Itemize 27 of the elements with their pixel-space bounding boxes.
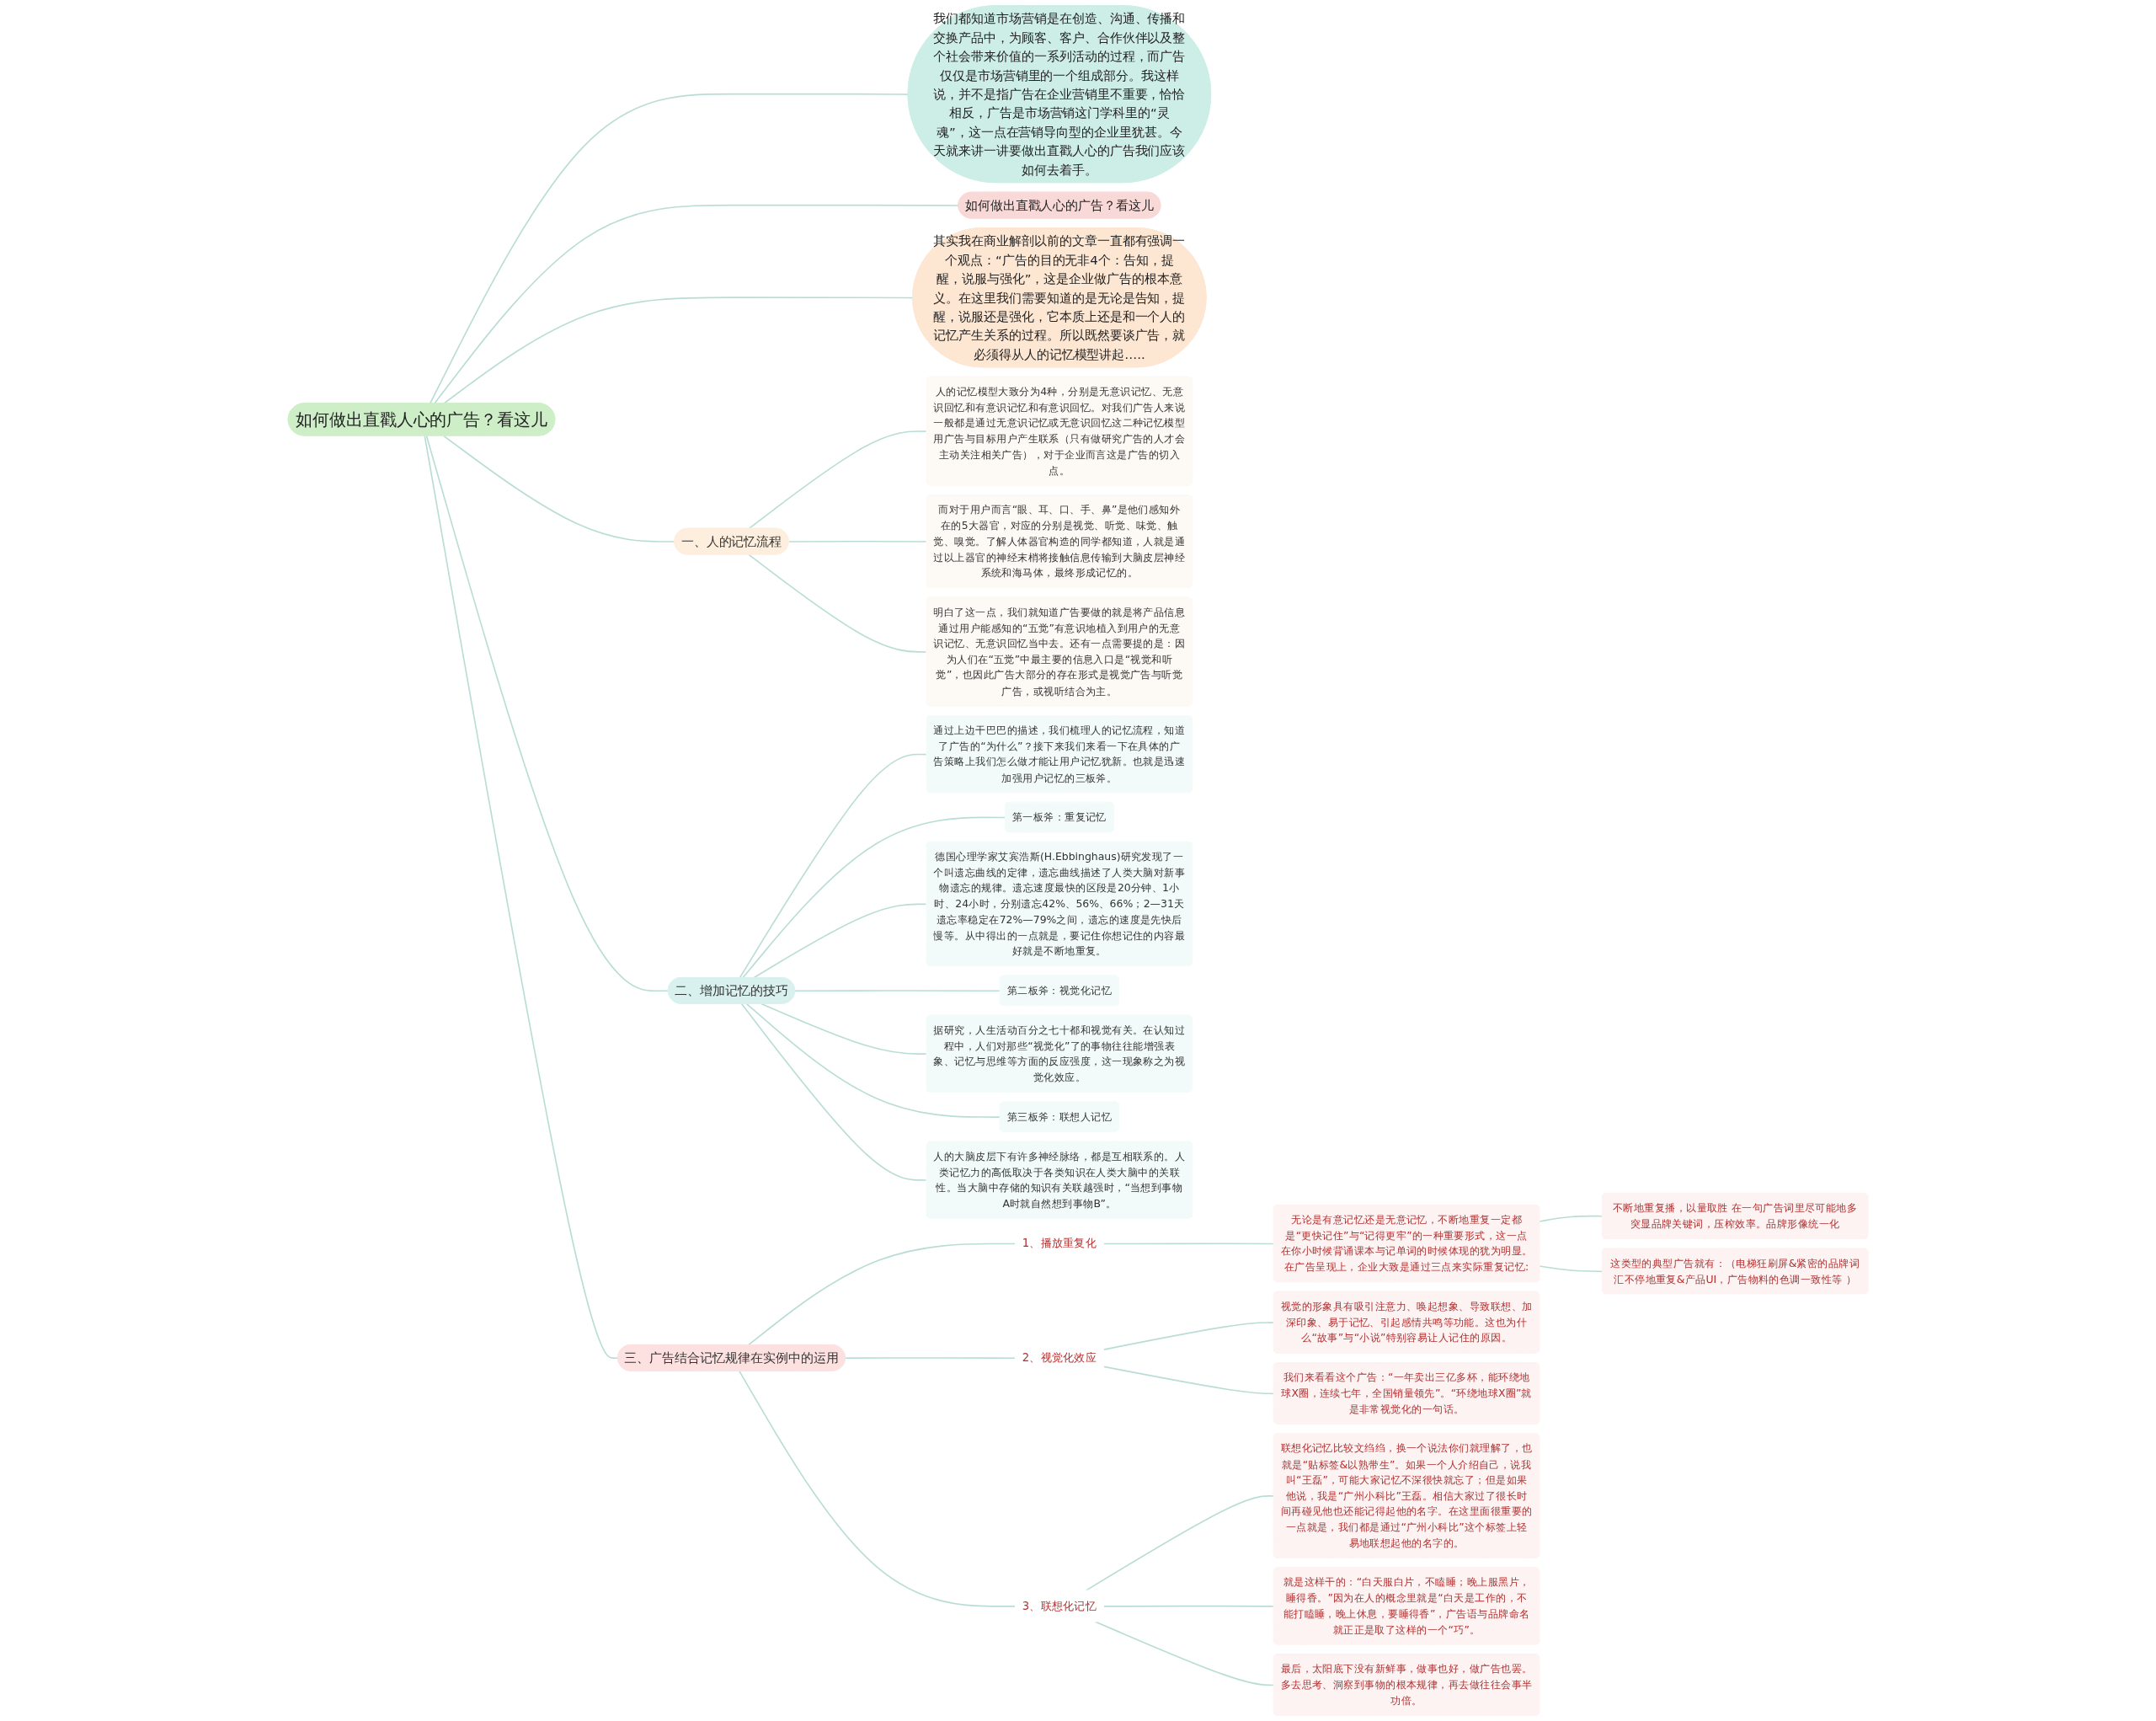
connector [794,990,1001,992]
node-text: 2、视觉化效应 [1022,1350,1097,1365]
connector [748,553,928,653]
connector [424,435,619,1360]
connector [1539,1215,1604,1222]
connector [1094,1621,1275,1686]
connector [741,816,1006,979]
connector [1084,1495,1275,1592]
connector [739,1370,1017,1607]
connector [845,1357,1017,1360]
node-text: 1、播放重复化 [1022,1236,1097,1250]
node-text: 3、联想化记忆 [1022,1599,1097,1612]
connector [1102,1366,1275,1395]
connector [1102,1243,1275,1245]
connector [747,1243,1017,1346]
connector [787,540,928,542]
connector [752,903,928,979]
connector [740,1002,928,1181]
connector [1539,1265,1604,1273]
connector [739,753,928,979]
connector [760,1002,928,1056]
connector [442,435,675,542]
connector [425,435,670,992]
connector [1102,1605,1275,1607]
connector [748,430,928,530]
connector [1102,1322,1275,1350]
connector [745,1002,1001,1118]
